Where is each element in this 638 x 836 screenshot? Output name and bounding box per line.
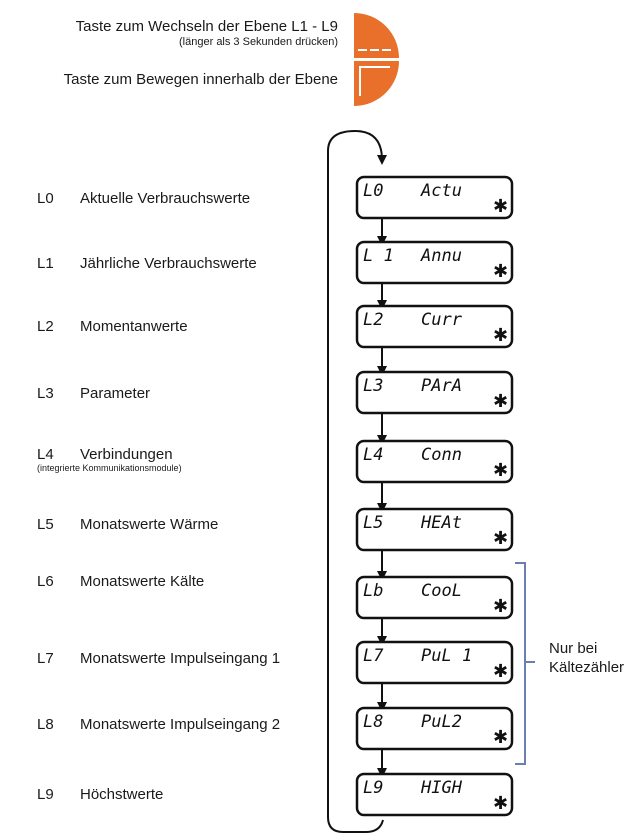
lcd-level-text: PArA — [421, 376, 462, 396]
lcd-level-text: HEAt — [420, 513, 462, 533]
lcd-level-code: L7 — [363, 646, 384, 666]
lcd-display-frame — [355, 304, 514, 349]
level-code: L6 — [37, 573, 54, 590]
lcd-level-text: Annu — [420, 246, 462, 266]
level-code: L1 — [37, 255, 54, 272]
lcd-level-code: L3 — [363, 376, 383, 396]
level-description: Verbindungen — [80, 446, 173, 463]
cooling-note-line2: Kältezähler — [549, 659, 625, 676]
lcd-display-frame — [355, 706, 514, 751]
cooling-note: Nur bei Kältezähler — [549, 639, 624, 677]
lcd-display-frame — [355, 439, 514, 484]
button-legend-graphic — [354, 13, 399, 106]
level-code: L0 — [37, 190, 54, 207]
switch-level-label: Taste zum Wechseln der Ebene L1 - L9 — [75, 18, 338, 35]
lcd-level-code: L9 — [363, 778, 383, 798]
lcd-level-text: Actu — [420, 181, 462, 201]
lcd-level-code: L0 — [363, 181, 383, 201]
lcd-display-frame — [355, 175, 514, 220]
asterisk-icon: ✱ — [493, 460, 508, 481]
level-description: Jährliche Verbrauchswerte — [80, 255, 257, 272]
asterisk-icon: ✱ — [493, 793, 508, 814]
level-description: Monatswerte Kälte — [80, 573, 205, 590]
asterisk-icon: ✱ — [493, 325, 508, 346]
move-in-level-label: Taste zum Bewegen innerhalb der Ebene — [63, 71, 338, 88]
lcd-level-code: L8 — [363, 712, 383, 732]
level-code: L7 — [37, 650, 54, 667]
level-subtitle: (integrierte Kommunikationsmodule) — [37, 463, 182, 473]
level-description: Monatswerte Impulseingang 2 — [80, 716, 281, 733]
lcd-level-code: L5 — [363, 513, 383, 533]
lcd-level-text: HIGH — [420, 778, 463, 798]
lcd-display-frame — [355, 640, 514, 685]
level-description: Aktuelle Verbrauchswerte — [80, 190, 251, 207]
asterisk-icon: ✱ — [493, 661, 508, 682]
asterisk-icon: ✱ — [493, 727, 508, 748]
switch-level-hint: (länger als 3 Sekunden drücken) — [179, 36, 338, 48]
move-in-level-button-icon[interactable] — [354, 61, 399, 106]
lcd-level-text: Curr — [421, 310, 463, 330]
level-code: L8 — [37, 716, 54, 733]
lcd-level-text: PuL 1 — [421, 646, 472, 666]
asterisk-icon: ✱ — [493, 261, 508, 282]
level-code: L4 — [37, 446, 54, 463]
level-description: Höchstwerte — [80, 786, 164, 803]
lcd-display-frame — [355, 240, 514, 285]
lcd-display-frame — [355, 772, 514, 817]
asterisk-icon: ✱ — [493, 528, 508, 549]
lcd-level-code: L4 — [363, 445, 383, 465]
cooling-bracket — [515, 562, 535, 765]
loop-back-arrow — [327, 129, 387, 833]
lcd-level-code: Lb — [363, 581, 383, 601]
lcd-display-frame — [355, 507, 514, 552]
lcd-level-text: CooL — [421, 581, 462, 601]
lcd-level-text: PuL2 — [421, 712, 462, 732]
lcd-level-text: Conn — [421, 445, 462, 465]
cooling-note-line1: Nur bei — [549, 640, 598, 657]
level-code: L2 — [37, 318, 54, 335]
lcd-level-code: L2 — [363, 310, 383, 330]
asterisk-icon: ✱ — [493, 391, 508, 412]
level-description: Monatswerte Wärme — [80, 516, 219, 533]
level-code: L3 — [37, 385, 54, 402]
lcd-display-frame — [355, 370, 514, 415]
level-description: Parameter — [80, 385, 151, 402]
lcd-level-code: L 1 — [363, 246, 394, 266]
asterisk-icon: ✱ — [493, 196, 508, 217]
switch-level-button-icon[interactable] — [354, 13, 399, 58]
lcd-display-frame — [355, 575, 514, 620]
asterisk-icon: ✱ — [493, 596, 508, 617]
level-code: L9 — [37, 786, 54, 803]
level-description: Momentanwerte — [80, 318, 188, 335]
level-description: Monatswerte Impulseingang 1 — [80, 650, 281, 667]
level-code: L5 — [37, 516, 54, 533]
